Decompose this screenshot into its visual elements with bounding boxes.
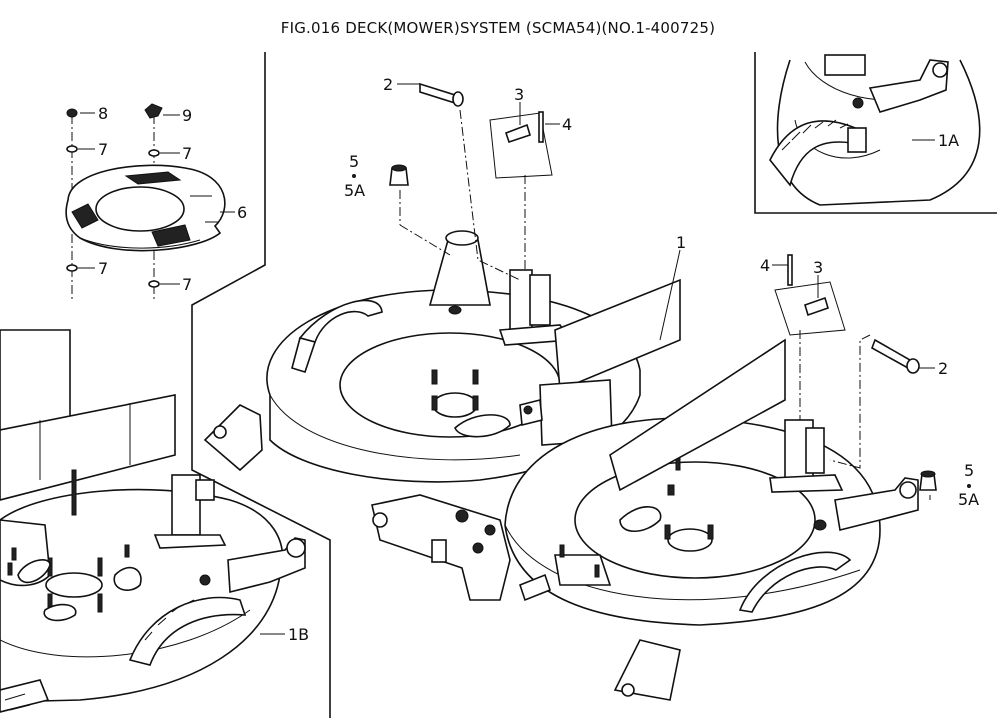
callout-1: 1 <box>676 233 686 252</box>
callout-9: 9 <box>182 106 192 125</box>
callout-8: 8 <box>98 104 108 123</box>
main-deck-lower <box>504 338 919 701</box>
callout-1a: 1A <box>938 131 959 150</box>
callout-3-top: 3 <box>514 85 524 104</box>
callout-7-c: 7 <box>98 259 108 278</box>
callout-3-right: 3 <box>813 258 823 277</box>
leader-lines <box>78 83 935 635</box>
center-linkage <box>371 379 613 601</box>
panel-borders <box>191 52 997 718</box>
callout-5a-right: 5A <box>958 490 979 509</box>
callout-7-d: 7 <box>182 275 192 294</box>
callout-7-b: 7 <box>182 144 192 163</box>
callout-5-left: 5 <box>349 152 359 171</box>
deck-1b <box>0 329 306 713</box>
callout-2-top: 2 <box>383 75 393 94</box>
callout-4-top: 4 <box>562 115 572 134</box>
top-exploded-parts <box>389 82 937 500</box>
left-exploded-parts <box>65 103 226 300</box>
callout-5a-left: 5A <box>344 181 365 200</box>
inset-deck-1a <box>769 54 981 206</box>
callout-4-right: 4 <box>760 256 770 275</box>
callout-6: 6 <box>237 203 247 222</box>
callouts: 2 3 4 5 5A 8 9 7 7 7 7 6 1 1A 1B 4 3 2 5… <box>98 75 979 644</box>
callout-2-right: 2 <box>938 359 948 378</box>
callout-5-right: 5 <box>964 461 974 480</box>
callout-1b: 1B <box>288 625 309 644</box>
callout-7-a: 7 <box>98 140 108 159</box>
figure-title: FIG.016 DECK(MOWER)SYSTEM (SCMA54)(NO.1-… <box>281 19 715 37</box>
